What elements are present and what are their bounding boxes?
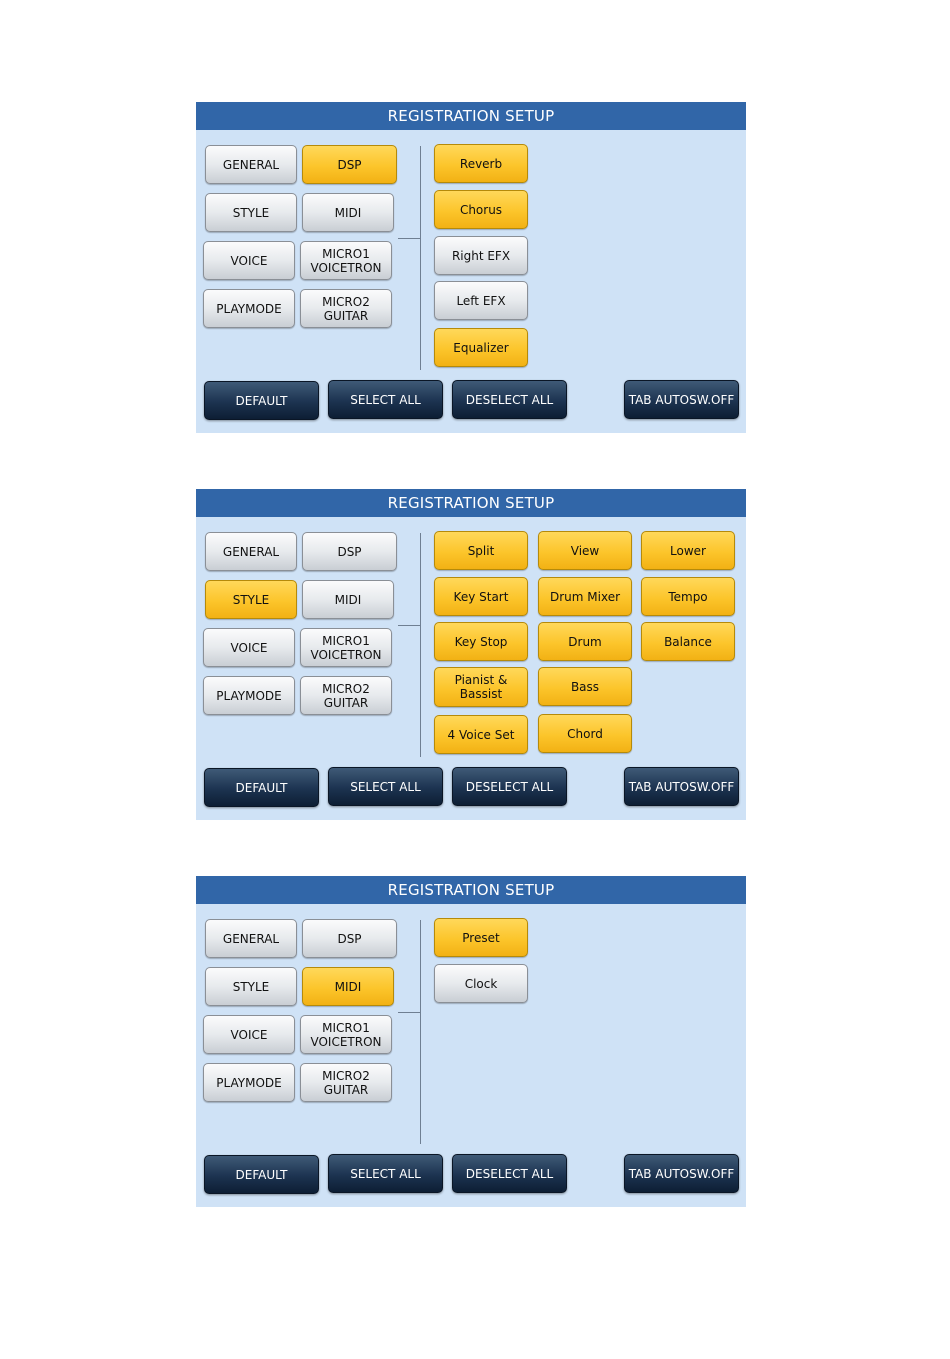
option-4-voice-set[interactable]: 4 Voice Set (434, 715, 528, 754)
tab-style[interactable]: STYLE (205, 580, 297, 619)
option-reverb[interactable]: Reverb (434, 144, 528, 183)
select-all-button[interactable]: SELECT ALL (328, 1154, 443, 1193)
option-key-start[interactable]: Key Start (434, 577, 528, 616)
option-key-stop[interactable]: Key Stop (434, 622, 528, 661)
tab-midi[interactable]: MIDI (302, 193, 394, 232)
divider-vertical (420, 146, 421, 370)
deselect-all-button[interactable]: DESELECT ALL (452, 1154, 567, 1193)
registration-setup-panel-dsp: REGISTRATION SETUP GENERAL DSP STYLE MID… (196, 102, 746, 433)
tab-midi[interactable]: MIDI (302, 967, 394, 1006)
option-drum-mixer[interactable]: Drum Mixer (538, 577, 632, 616)
option-preset[interactable]: Preset (434, 918, 528, 957)
tab-autosw-button[interactable]: TAB AUTOSW.OFF (624, 767, 739, 806)
tab-voice[interactable]: VOICE (203, 628, 295, 667)
option-equalizer[interactable]: Equalizer (434, 328, 528, 367)
option-clock[interactable]: Clock (434, 964, 528, 1003)
option-bass[interactable]: Bass (538, 667, 632, 706)
deselect-all-button[interactable]: DESELECT ALL (452, 767, 567, 806)
select-all-button[interactable]: SELECT ALL (328, 380, 443, 419)
panel-title: REGISTRATION SETUP (196, 876, 746, 904)
option-tempo[interactable]: Tempo (641, 577, 735, 616)
option-lower[interactable]: Lower (641, 531, 735, 570)
tab-voice[interactable]: VOICE (203, 241, 295, 280)
tab-general[interactable]: GENERAL (205, 532, 297, 571)
divider-vertical (420, 920, 421, 1144)
select-all-button[interactable]: SELECT ALL (328, 767, 443, 806)
tab-dsp[interactable]: DSP (302, 145, 397, 184)
divider-horizontal (398, 1012, 421, 1013)
divider-horizontal (398, 625, 421, 626)
tab-style[interactable]: STYLE (205, 967, 297, 1006)
tab-voice[interactable]: VOICE (203, 1015, 295, 1054)
tab-playmode[interactable]: PLAYMODE (203, 676, 295, 715)
tab-playmode[interactable]: PLAYMODE (203, 289, 295, 328)
option-pianist-bassist[interactable]: Pianist & Bassist (434, 667, 528, 707)
tab-dsp[interactable]: DSP (302, 532, 397, 571)
tab-general[interactable]: GENERAL (205, 145, 297, 184)
tab-midi[interactable]: MIDI (302, 580, 394, 619)
option-split[interactable]: Split (434, 531, 528, 570)
divider-horizontal (398, 238, 421, 239)
tab-micro2-guitar[interactable]: MICRO2 GUITAR (300, 289, 392, 328)
tab-micro1-voicetron[interactable]: MICRO1 VOICETRON (300, 241, 392, 280)
registration-setup-panel-style: REGISTRATION SETUP GENERAL DSP STYLE MID… (196, 489, 746, 820)
registration-setup-panel-midi: REGISTRATION SETUP GENERAL DSP STYLE MID… (196, 876, 746, 1207)
tab-micro1-voicetron[interactable]: MICRO1 VOICETRON (300, 1015, 392, 1054)
option-drum[interactable]: Drum (538, 622, 632, 661)
deselect-all-button[interactable]: DESELECT ALL (452, 380, 567, 419)
default-button[interactable]: DEFAULT (204, 1155, 319, 1194)
tab-dsp[interactable]: DSP (302, 919, 397, 958)
panel-title: REGISTRATION SETUP (196, 102, 746, 130)
divider-vertical (420, 533, 421, 757)
tab-micro2-guitar[interactable]: MICRO2 GUITAR (300, 676, 392, 715)
tab-playmode[interactable]: PLAYMODE (203, 1063, 295, 1102)
option-balance[interactable]: Balance (641, 622, 735, 661)
tab-autosw-button[interactable]: TAB AUTOSW.OFF (624, 1154, 739, 1193)
default-button[interactable]: DEFAULT (204, 381, 319, 420)
option-view[interactable]: View (538, 531, 632, 570)
option-chord[interactable]: Chord (538, 714, 632, 753)
tab-style[interactable]: STYLE (205, 193, 297, 232)
tab-micro2-guitar[interactable]: MICRO2 GUITAR (300, 1063, 392, 1102)
default-button[interactable]: DEFAULT (204, 768, 319, 807)
option-left-efx[interactable]: Left EFX (434, 281, 528, 320)
tab-general[interactable]: GENERAL (205, 919, 297, 958)
panel-title: REGISTRATION SETUP (196, 489, 746, 517)
tab-autosw-button[interactable]: TAB AUTOSW.OFF (624, 380, 739, 419)
tab-micro1-voicetron[interactable]: MICRO1 VOICETRON (300, 628, 392, 667)
option-right-efx[interactable]: Right EFX (434, 236, 528, 275)
option-chorus[interactable]: Chorus (434, 190, 528, 229)
